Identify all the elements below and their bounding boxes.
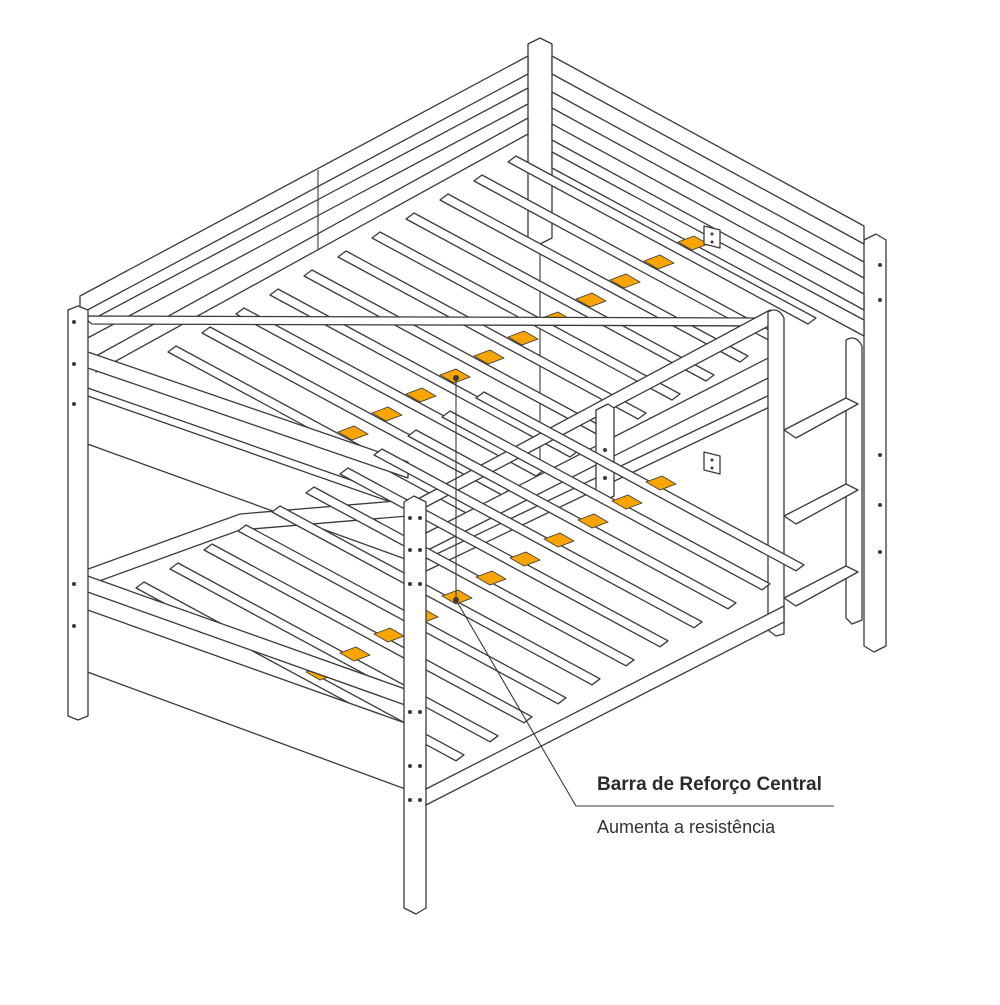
back-right-guardrail [551, 55, 865, 337]
bottom-bracket [703, 451, 721, 475]
bottom-center-reinforcement-bar [305, 475, 677, 681]
callout-title: Barra de Reforço Central [597, 774, 822, 795]
bottom-reinforcement-pad [339, 646, 371, 662]
bottom-reinforcement-pad [645, 475, 677, 491]
bottom-reinforcement-pad [543, 532, 575, 548]
ladder [767, 309, 863, 637]
back-left-guardrail [79, 55, 529, 373]
top-reinforcement-pad [405, 387, 437, 403]
back-right-post [863, 233, 887, 653]
top-slat [371, 231, 681, 401]
top-slat [405, 212, 715, 382]
top-reinforcement-pad [371, 406, 403, 422]
bottom-slat [237, 524, 567, 705]
bottom-slat [475, 391, 805, 572]
bottom-reinforcement-pad [577, 513, 609, 529]
top-reinforcement-pad [575, 292, 607, 308]
top-reinforcement-pad [337, 425, 369, 441]
front-center-post [403, 495, 427, 915]
top-reinforcement-pad [473, 349, 505, 365]
top-bunk-slats [167, 155, 817, 515]
bottom-reinforcement-pad [611, 494, 643, 510]
bottom-slat [271, 505, 601, 686]
top-bracket [703, 225, 721, 249]
callout-subtitle: Aumenta a resistência [597, 817, 776, 837]
bottom-slat [441, 410, 771, 591]
callout-leader [453, 375, 834, 807]
top-reinforcement-pad [643, 254, 675, 270]
bottom-reinforcement-pad [441, 589, 473, 605]
bottom-slat [407, 429, 737, 610]
front-left-post [67, 305, 89, 721]
top-slat [507, 155, 817, 325]
guardrail-short-post [595, 403, 615, 503]
bottom-reinforcement-pad [509, 551, 541, 567]
top-reinforcement-pad [609, 273, 641, 289]
bottom-reinforcement-pad [475, 570, 507, 586]
top-slat [337, 250, 647, 420]
top-reinforcement-pad [507, 330, 539, 346]
bottom-slat [305, 486, 635, 667]
